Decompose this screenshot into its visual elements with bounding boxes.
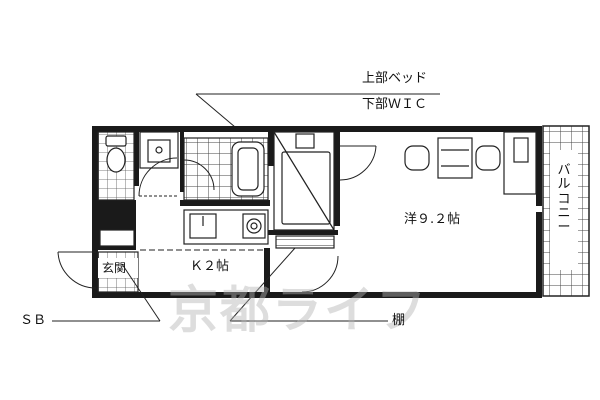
kitchen-label: Ｋ２帖 <box>190 259 230 274</box>
shelf <box>275 235 335 249</box>
washbasin <box>139 131 179 169</box>
interior-walls <box>134 126 340 292</box>
sb-label: ＳＢ <box>20 313 47 328</box>
entrance-label: 玄関 <box>102 261 127 275</box>
kitchen-counter <box>183 209 269 245</box>
balcony <box>542 125 590 297</box>
balcony-label: バルコニー <box>557 163 571 236</box>
table-and-chairs <box>404 137 501 179</box>
western-room-label: 洋９.２帖 <box>404 212 461 227</box>
upper-bed-label: 上部ベッド <box>362 71 428 86</box>
sb-leader <box>52 263 161 322</box>
upper-bed-block <box>273 131 335 231</box>
toilet-room <box>97 131 135 201</box>
tv-stand <box>503 131 537 195</box>
lower-wic-label: 下部ＷＩＣ <box>362 97 428 112</box>
upper-bed-leader <box>195 93 440 128</box>
shelf-leader <box>229 247 388 322</box>
bathroom <box>183 137 269 201</box>
doors <box>57 145 377 293</box>
shelf-label: 棚 <box>392 313 406 328</box>
